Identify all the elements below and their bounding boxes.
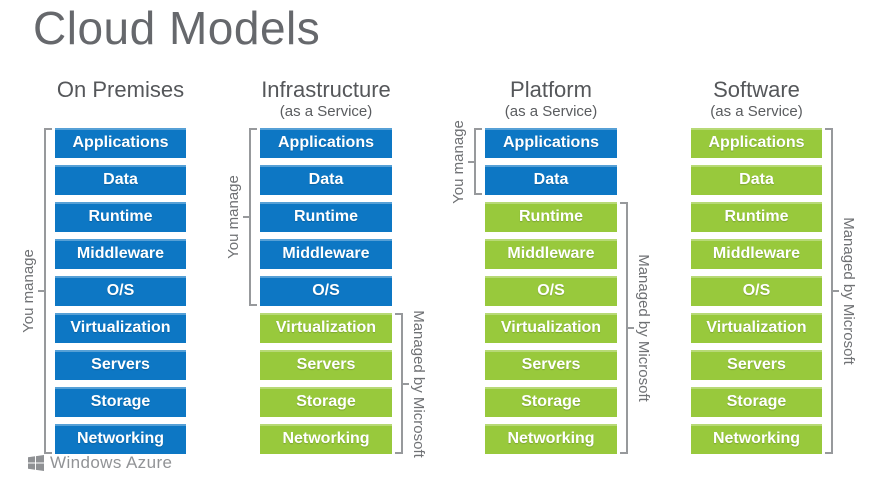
layer-middleware: Middleware — [691, 239, 822, 269]
layer-networking: Networking — [691, 424, 822, 454]
bracket-label: You manage — [20, 249, 37, 333]
layer-middleware: Middleware — [55, 239, 186, 269]
layer-virtualization: Virtualization — [260, 313, 392, 343]
windows-flag-icon — [28, 455, 44, 471]
right-bracket: Managed by Microsoft — [620, 202, 652, 454]
layer-storage: Storage — [485, 387, 617, 417]
layer-middleware: Middleware — [485, 239, 617, 269]
bracket-tick — [468, 160, 474, 163]
layer-data: Data — [691, 165, 822, 195]
layer-virtualization: Virtualization — [485, 313, 617, 343]
layer-runtime: Runtime — [691, 202, 822, 232]
bracket-label: Managed by Microsoft — [635, 254, 652, 402]
right-bracket: Managed by Microsoft — [395, 310, 427, 457]
column-infrastructure-iaas: Infrastructure (as a Service) Applicatio… — [225, 0, 427, 488]
right-bracket: Managed by Microsoft — [825, 128, 857, 454]
slide-title: Cloud Models — [33, 2, 321, 54]
column-title: Software — [713, 77, 800, 102]
layer-virtualization: Virtualization — [55, 313, 186, 343]
layer-data: Data — [55, 165, 186, 195]
layer-networking: Networking — [55, 424, 186, 454]
left-bracket: You manage — [225, 128, 257, 306]
layer-applications: Applications — [260, 128, 392, 158]
layer-runtime: Runtime — [260, 202, 392, 232]
column-title: Infrastructure — [261, 77, 391, 102]
column-subtitle: (as a Service) — [710, 103, 803, 120]
windows-azure-wordmark: Windows Azure — [50, 453, 173, 472]
column-subtitle: (as a Service) — [279, 103, 373, 120]
bracket-tick — [403, 382, 409, 385]
column-title: Platform — [510, 77, 592, 102]
layer-servers: Servers — [260, 350, 392, 380]
left-bracket: You manage — [20, 128, 52, 454]
left-bracket: You manage — [450, 120, 482, 203]
layer-runtime: Runtime — [55, 202, 186, 232]
bracket-label: Managed by Microsoft — [410, 309, 427, 458]
bracket-tick — [38, 290, 44, 292]
layer-o-s: O/S — [485, 276, 617, 306]
layer-runtime: Runtime — [485, 202, 617, 232]
layer-servers: Servers — [55, 350, 186, 380]
layer-o-s: O/S — [55, 276, 186, 306]
column-title: On Premises — [56, 77, 185, 102]
layer-data: Data — [260, 165, 392, 195]
layer-networking: Networking — [485, 424, 617, 454]
bracket-tick — [833, 290, 839, 292]
bracket-tick — [628, 327, 634, 329]
layer-o-s: O/S — [260, 276, 392, 306]
layer-o-s: O/S — [691, 276, 822, 306]
layer-data: Data — [485, 165, 617, 195]
bracket-label: Managed by Microsoft — [840, 217, 857, 365]
layer-storage: Storage — [55, 387, 186, 417]
layer-middleware: Middleware — [260, 239, 392, 269]
column-subtitle: (as a Service) — [504, 103, 598, 120]
layer-applications: Applications — [485, 128, 617, 158]
layer-virtualization: Virtualization — [691, 313, 822, 343]
layer-applications: Applications — [55, 128, 186, 158]
bracket-tick — [243, 216, 249, 218]
layer-storage: Storage — [260, 387, 392, 417]
layer-storage: Storage — [691, 387, 822, 417]
layer-servers: Servers — [485, 350, 617, 380]
bracket-label: You manage — [450, 119, 467, 204]
bracket-label: You manage — [225, 175, 242, 259]
layer-applications: Applications — [691, 128, 822, 158]
layer-networking: Networking — [260, 424, 392, 454]
windows-azure-logo: Windows Azure — [28, 453, 172, 473]
layer-servers: Servers — [691, 350, 822, 380]
